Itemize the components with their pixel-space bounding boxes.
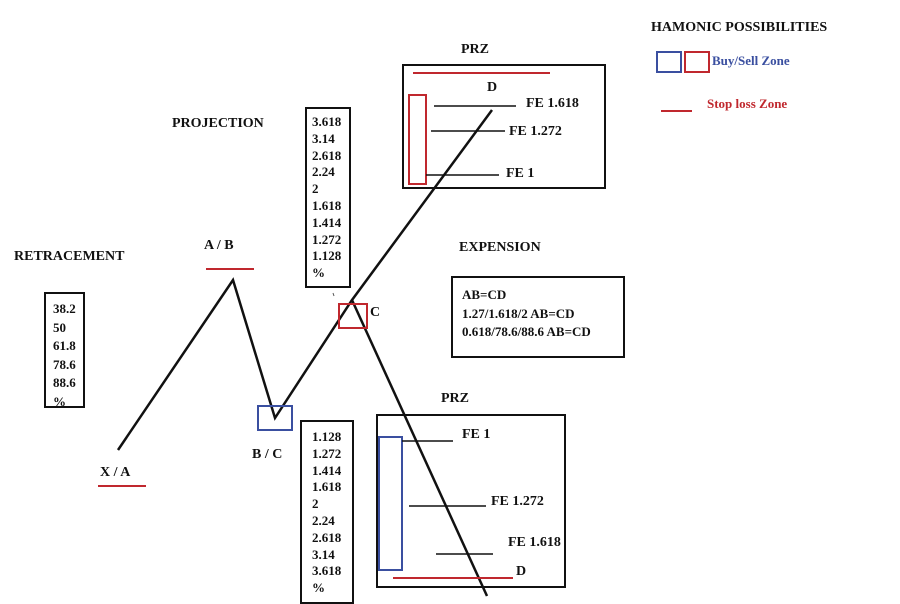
label-bc: B / C bbox=[252, 447, 283, 462]
prz-top-title: PRZ bbox=[461, 42, 489, 57]
projection-top-box: 3.618 3.14 2.618 2.24 2 1.618 1.414 1.27… bbox=[305, 107, 351, 288]
label-c: C bbox=[370, 305, 381, 320]
projection-level: 2 bbox=[312, 181, 319, 197]
legend-buy-box bbox=[656, 51, 682, 73]
c-tick bbox=[332, 292, 335, 297]
retracement-level: 78.6 bbox=[53, 356, 76, 372]
projection-level: % bbox=[312, 265, 325, 281]
price-path-xabcd bbox=[116, 109, 494, 451]
projection-level: 3.618 bbox=[312, 114, 342, 129]
expension-heading: EXPENSION bbox=[459, 240, 541, 255]
retracement-heading: RETRACEMENT bbox=[14, 249, 125, 264]
projection-level: 2.24 bbox=[312, 512, 335, 528]
label-xa: X / A bbox=[100, 465, 131, 480]
expension-line: 0.618/78.6/88.6 AB=CD bbox=[462, 324, 591, 340]
retracement-level: 88.6 bbox=[53, 375, 76, 391]
prz-bottom-fe1: FE 1 bbox=[462, 427, 491, 442]
projection-level: 1.272 bbox=[312, 231, 342, 247]
legend-sell-box bbox=[684, 51, 710, 73]
projection-heading: PROJECTION bbox=[172, 116, 264, 131]
sell-zone-c bbox=[338, 303, 368, 329]
projection-level: 2 bbox=[312, 496, 319, 512]
prz-top-box bbox=[402, 64, 606, 189]
projection-level: 1.414 bbox=[312, 214, 342, 230]
label-ab: A / B bbox=[204, 238, 234, 253]
retracement-level: 38.2 bbox=[53, 301, 76, 316]
projection-level: 3.618 bbox=[312, 563, 342, 579]
projection-level: 1.618 bbox=[312, 197, 342, 213]
retracement-level: % bbox=[53, 393, 66, 409]
price-path-c-down bbox=[350, 299, 489, 597]
prz-bottom-d: D bbox=[516, 564, 527, 579]
expension-box: AB=CD 1.27/1.618/2 AB=CD 0.618/78.6/88.6… bbox=[451, 276, 625, 358]
projection-level: 3.14 bbox=[312, 546, 335, 562]
projection-level: 2.24 bbox=[312, 164, 335, 180]
projection-level: 1.272 bbox=[312, 445, 342, 461]
prz-top-fe1618: FE 1.618 bbox=[526, 96, 579, 111]
projection-level: % bbox=[312, 580, 325, 596]
projection-level: 2.618 bbox=[312, 529, 342, 545]
prz-top-sell-zone bbox=[408, 94, 427, 185]
retracement-level: 61.8 bbox=[53, 338, 76, 354]
projection-level: 1.618 bbox=[312, 479, 342, 495]
retracement-levels: 38.2 50 61.8 78.6 88.6 % bbox=[53, 300, 83, 412]
projection-level: 1.128 bbox=[312, 429, 342, 444]
projection-level: 1.414 bbox=[312, 462, 342, 478]
projection-bottom-box: 1.128 1.272 1.414 1.618 2 2.24 2.618 3.1… bbox=[300, 420, 354, 604]
legend-title: HAMONIC POSSIBILITIES bbox=[651, 20, 828, 35]
projection-level: 3.14 bbox=[312, 130, 335, 146]
expension-line: AB=CD bbox=[462, 287, 507, 302]
projection-bottom-levels: 1.128 1.272 1.414 1.618 2 2.24 2.618 3.1… bbox=[312, 429, 352, 597]
prz-bottom-fe1618: FE 1.618 bbox=[508, 535, 561, 550]
retracement-level: 50 bbox=[53, 319, 66, 335]
legend-stop-label: Stop loss Zone bbox=[707, 96, 788, 111]
prz-top-d: D bbox=[487, 80, 498, 95]
prz-bottom-buy-zone bbox=[378, 436, 403, 571]
prz-bottom-title: PRZ bbox=[441, 391, 469, 406]
prz-top-fe1272: FE 1.272 bbox=[509, 124, 562, 139]
prz-top-fe1: FE 1 bbox=[506, 166, 535, 181]
legend-zone-label: Buy/Sell Zone bbox=[712, 53, 790, 68]
prz-bottom-fe1272: FE 1.272 bbox=[491, 494, 544, 509]
buy-zone-bc bbox=[257, 405, 293, 431]
projection-level: 1.128 bbox=[312, 248, 342, 264]
expension-line: 1.27/1.618/2 AB=CD bbox=[462, 305, 575, 321]
projection-level: 2.618 bbox=[312, 147, 342, 163]
retracement-box: 38.2 50 61.8 78.6 88.6 % bbox=[44, 292, 85, 409]
expension-lines: AB=CD 1.27/1.618/2 AB=CD 0.618/78.6/88.6… bbox=[462, 286, 623, 342]
projection-top-levels: 3.618 3.14 2.618 2.24 2 1.618 1.414 1.27… bbox=[312, 114, 349, 282]
prz-bottom-box bbox=[376, 414, 566, 588]
